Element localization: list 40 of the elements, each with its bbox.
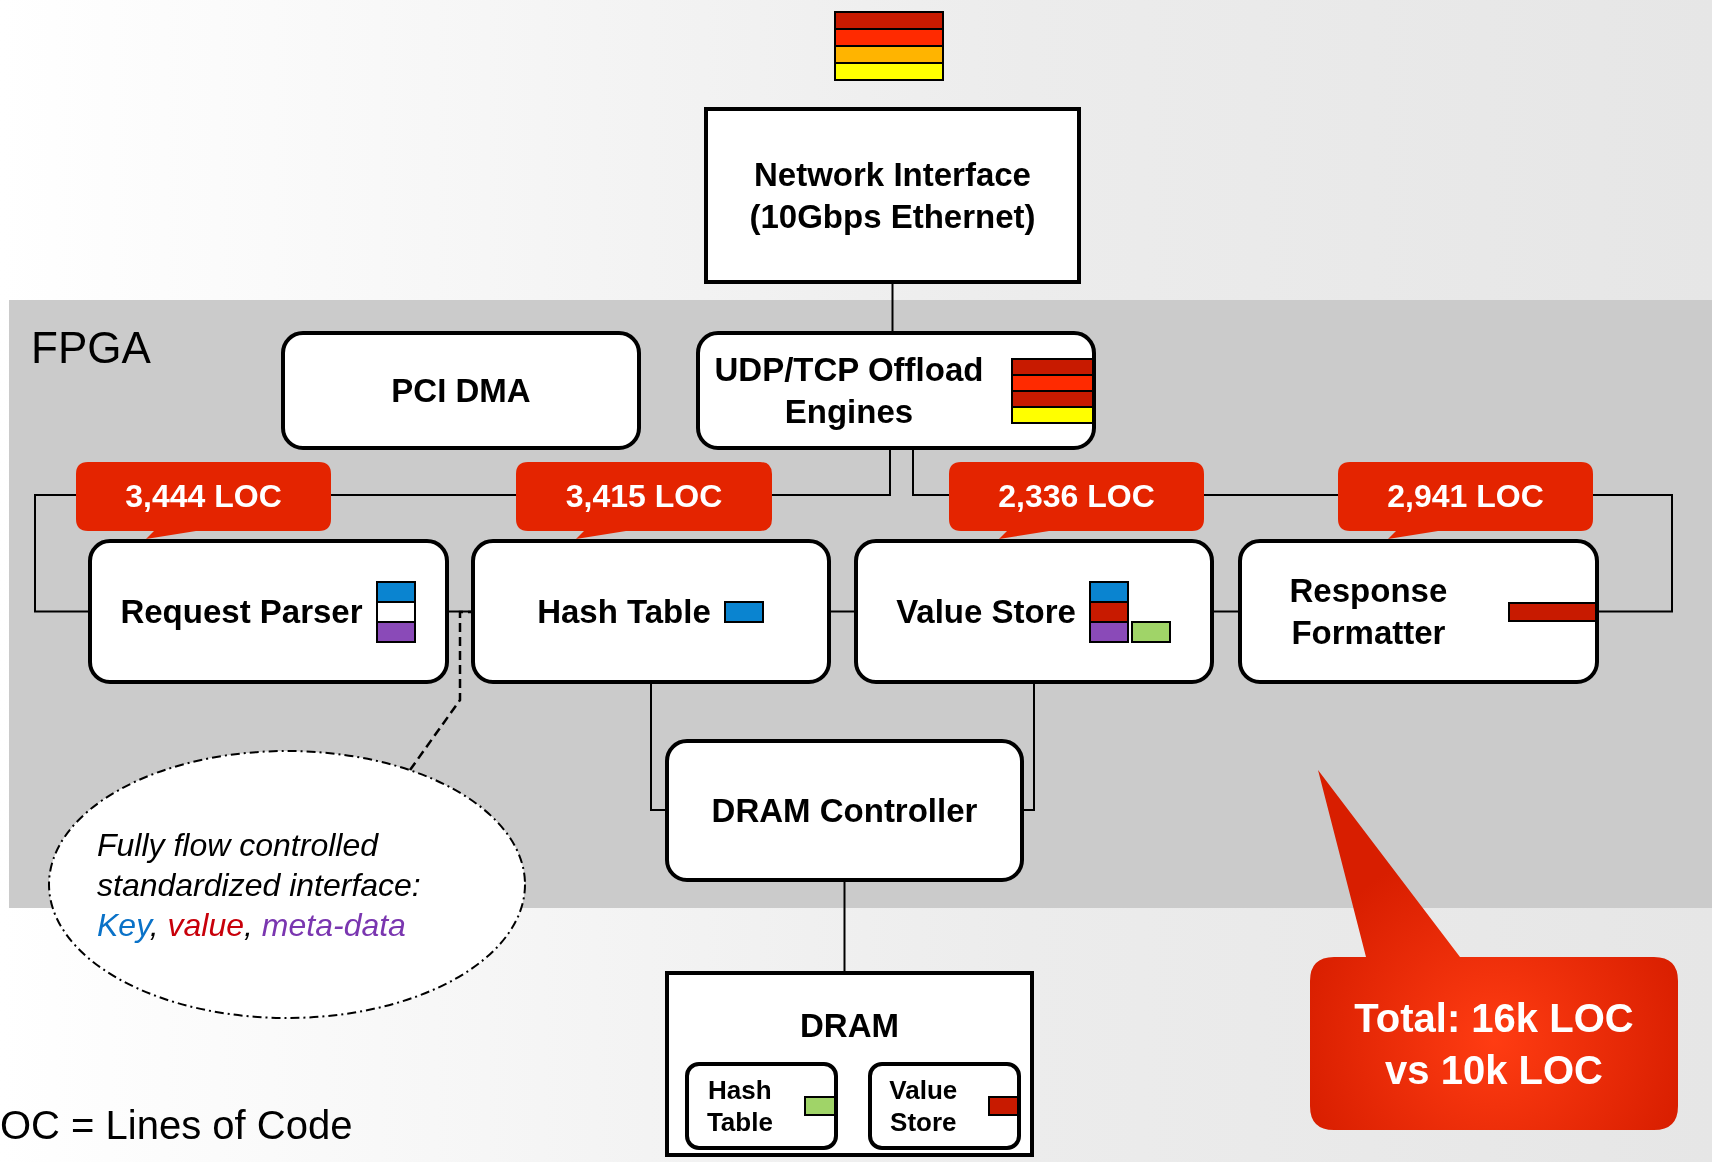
- block-label: PCI DMA: [391, 370, 531, 411]
- block-label: DRAM: [800, 1006, 899, 1046]
- block-box: [665, 971, 1034, 1157]
- loc-count: 2,336 LOC: [998, 478, 1155, 515]
- connector-line: [843, 881, 846, 972]
- loc-count: 3,415 LOC: [565, 478, 723, 515]
- memory-region-box: [685, 1062, 838, 1150]
- block-label: Response Formatter: [1288, 571, 1449, 653]
- memory-region-box: [868, 1062, 1021, 1150]
- connector-line: [1023, 683, 1035, 811]
- connector-line: [650, 683, 666, 811]
- block-label: DRAM Controller: [711, 790, 978, 831]
- module-box: [665, 739, 1024, 882]
- module-box: [696, 331, 1096, 450]
- block-label: Hash Table: [537, 591, 711, 632]
- block-box: [704, 107, 1081, 284]
- note-ellipse: [47, 749, 527, 1020]
- footnote-text: OC = Lines of Code: [0, 1103, 353, 1148]
- loc-count: 3,444 LOC: [125, 478, 282, 515]
- connector-line: [409, 610, 471, 771]
- connector-line: [830, 610, 855, 613]
- block-label: UDP/TCP Offload Engines: [713, 350, 985, 432]
- module-box: [1238, 539, 1599, 684]
- block-label: Request Parser: [120, 591, 363, 632]
- block-label: Hash Table: [705, 1073, 774, 1139]
- block-label: Value Store: [896, 591, 1076, 632]
- connector-line: [1213, 610, 1239, 613]
- module-box: [854, 539, 1214, 684]
- connector-line: [891, 283, 894, 332]
- total-callout: [1310, 770, 1678, 1130]
- note-text: Fully flow controlled standardized interface:: [97, 825, 422, 905]
- note-text: Key, value, meta-data: [97, 905, 407, 945]
- block-label: Value Store: [888, 1073, 959, 1139]
- callout-text: Total: 16k LOC vs 10k LOC: [1353, 995, 1635, 1094]
- module-box: [88, 539, 449, 684]
- loc-count: 2,941 LOC: [1387, 478, 1544, 515]
- module-box: [471, 539, 831, 684]
- region-label: FPGA: [31, 322, 151, 374]
- module-box: [281, 331, 641, 450]
- block-label: Network Interface (10Gbps Ethernet): [748, 155, 1037, 237]
